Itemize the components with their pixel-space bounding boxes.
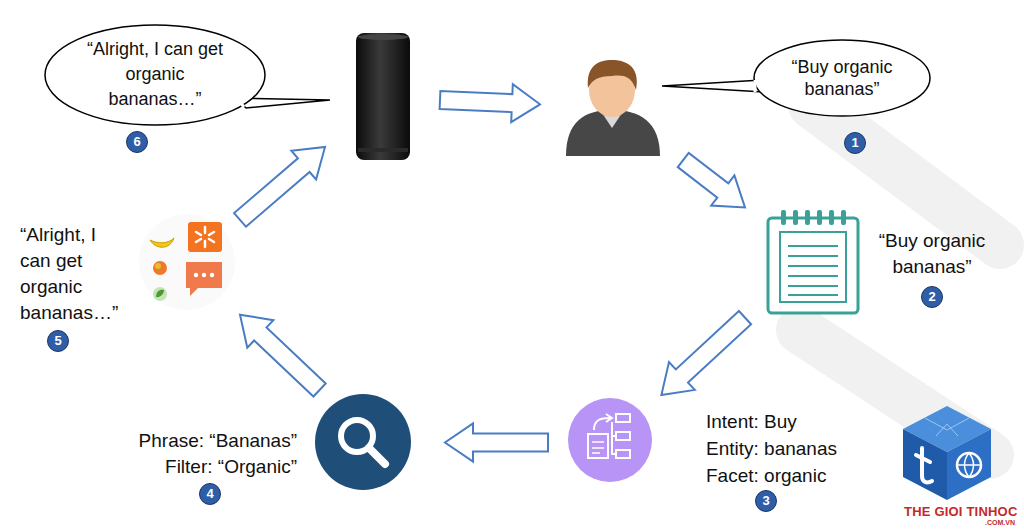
smart-speaker <box>356 33 410 160</box>
notepad-ring <box>841 210 846 225</box>
store-spark <box>196 227 214 247</box>
banana <box>150 238 174 247</box>
speaker-top <box>358 34 408 40</box>
magnifier-handle <box>369 448 385 464</box>
callout-number: 4 <box>199 483 221 505</box>
process-doc-lines <box>592 442 604 453</box>
node-text: “Alright, I can get organic bananas…” <box>80 37 230 112</box>
apps-backdrop <box>139 214 235 310</box>
notepad-lines <box>788 246 838 295</box>
speaker-ring <box>358 148 408 152</box>
block-arrow <box>445 424 548 462</box>
icon-node: “Alright, I can get organic bananas…” <box>325 30 440 165</box>
callout-number: 6 <box>126 131 148 153</box>
process-box <box>616 450 630 458</box>
notepad-ring <box>829 210 834 225</box>
node-text: Intent: Buy <box>706 409 797 435</box>
chat-dot <box>202 273 206 277</box>
block-arrow <box>240 315 326 397</box>
callout-number: 2 <box>921 286 943 308</box>
process-doc <box>588 434 608 458</box>
notepad <box>768 218 858 313</box>
speech-bubble <box>45 25 265 125</box>
speech-bubble <box>754 40 930 116</box>
fruit <box>153 261 167 275</box>
block-arrow <box>234 147 325 227</box>
node-text: Phrase: “Bananas” <box>139 428 297 454</box>
block-arrow <box>661 311 751 395</box>
bubble-tail <box>662 80 764 92</box>
notepad-ring <box>817 210 822 225</box>
icon-node: “Buy organic bananas” <box>745 195 875 320</box>
leaf-badge <box>153 287 167 301</box>
callout-number: 1 <box>844 132 866 154</box>
icon-node: Intent: BuyEntity: bananasFacet: organic <box>548 395 672 490</box>
node-text: “Buy organic bananas” <box>872 228 992 280</box>
notepad-ring <box>781 210 786 225</box>
logo-letter-shape <box>916 448 932 482</box>
bubble-join <box>236 97 244 107</box>
chat-bubble <box>186 262 222 296</box>
chat-dot <box>194 273 198 277</box>
store-logo <box>188 222 222 252</box>
callout-number: 5 <box>47 330 69 352</box>
node-text: Facet: organic <box>706 463 826 489</box>
block-arrow <box>678 153 745 208</box>
fruit-highlight <box>155 263 161 269</box>
logo-globe-lines <box>957 453 981 477</box>
logo-cube-left <box>903 429 947 500</box>
bubble-join <box>754 80 757 92</box>
notepad-page <box>780 232 846 302</box>
icon-node: “Buy organic bananas” <box>540 55 690 160</box>
block-arrow <box>440 84 540 122</box>
process-box <box>616 414 630 422</box>
process-icon <box>568 398 652 482</box>
background-band <box>800 330 990 455</box>
person-hair <box>588 60 637 90</box>
node-text: Filter: “Organic” <box>165 454 297 480</box>
chat-dot <box>210 273 214 277</box>
node-text: “Alright, I can get organic bananas…” <box>20 222 124 326</box>
icon-node: Phrase: “Bananas”Filter: “Organic” <box>305 390 445 495</box>
search-icon <box>315 394 411 490</box>
notepad-ring <box>793 210 798 225</box>
process-arrowhead <box>606 414 612 422</box>
process-links <box>612 422 616 454</box>
node-text: Entity: bananas <box>706 436 837 462</box>
callout-number: 3 <box>755 490 777 512</box>
logo-cube-right <box>947 429 991 500</box>
watermark: .COM.VN <box>985 519 1015 526</box>
node-text: “Buy organic bananas” <box>767 56 917 100</box>
logo-globe <box>957 453 981 477</box>
notepad-ring <box>805 210 810 225</box>
process-box <box>616 432 630 440</box>
leaf <box>156 290 164 297</box>
logo-network <box>925 418 969 436</box>
icon-node: “Alright, I can get organic bananas…” <box>135 210 240 320</box>
watermark: THE GIOI TINHOC <box>904 504 1018 519</box>
